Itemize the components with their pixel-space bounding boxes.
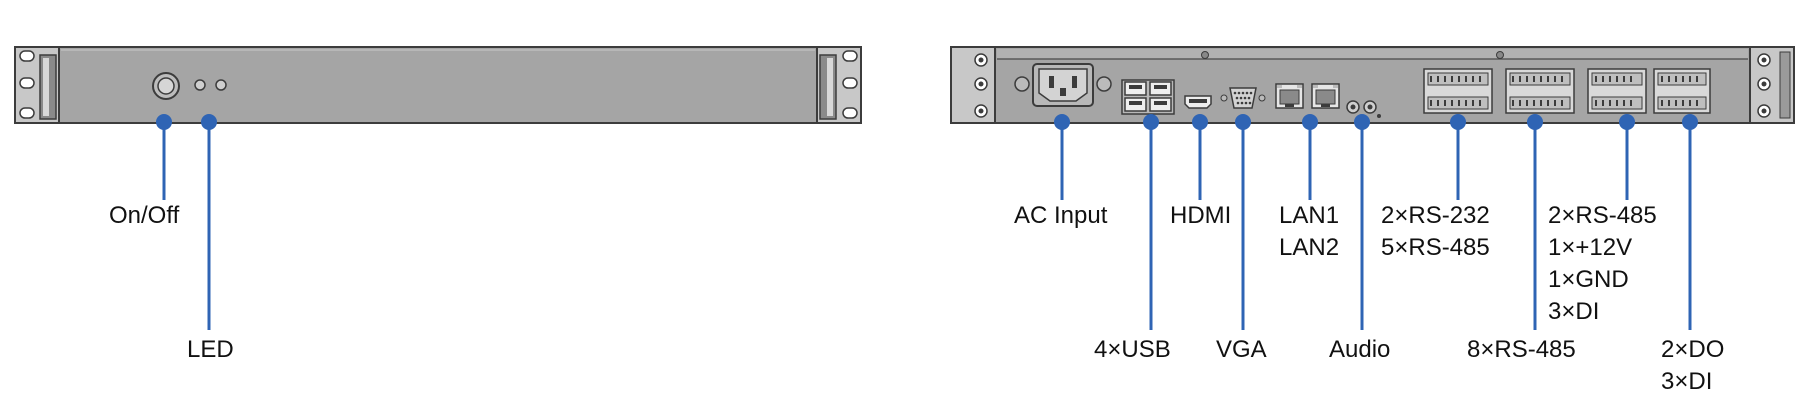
callout-on-off (156, 114, 172, 200)
label-terminal-a: 2×RS-485 1×+12V 1×GND 3×DI (1548, 200, 1657, 328)
rear-panel (950, 46, 1795, 124)
label-audio: Audio (1329, 336, 1391, 363)
callouts (156, 114, 1698, 330)
label-terminal-b-line1: 2×DO (1661, 336, 1725, 363)
rear-right-rack-ear (1749, 46, 1795, 124)
led-indicator-icon (194, 79, 227, 91)
label-lan2: LAN2 (1279, 234, 1340, 261)
callout-led (201, 114, 217, 330)
power-button-icon (152, 72, 180, 100)
label-ac-input: AC Input (1014, 202, 1108, 229)
rj45-port-icon (1275, 83, 1340, 109)
label-terminal-b: 2×DO 3×DI (1661, 334, 1724, 398)
callout-serial-b (1527, 114, 1543, 330)
front-left-rack-ear (14, 46, 60, 124)
callout-lan (1302, 114, 1318, 200)
callout-usb (1143, 114, 1159, 330)
label-serial-b: 8×RS-485 (1467, 336, 1576, 363)
hdmi-port-icon (1184, 95, 1212, 109)
callout-audio (1354, 114, 1370, 330)
rear-left-rack-ear (950, 46, 996, 124)
label-vga: VGA (1216, 336, 1267, 363)
callout-terminal-a (1619, 114, 1635, 200)
terminal-block-icon (1423, 68, 1711, 114)
audio-jack-icon (1346, 100, 1381, 118)
label-on-off: On/Off (109, 202, 180, 229)
label-terminal-a-line4: 3×DI (1548, 298, 1600, 325)
label-terminal-a-line2: 1×+12V (1548, 234, 1633, 261)
label-terminal-a-line1: 2×RS-485 (1548, 202, 1657, 229)
ac-inlet-icon (1014, 63, 1112, 107)
callout-hdmi (1192, 114, 1208, 200)
label-led: LED (187, 336, 234, 363)
callout-serial-a (1450, 114, 1466, 200)
label-lan1: LAN1 (1279, 202, 1340, 229)
label-lan: LAN1 LAN2 (1279, 200, 1339, 264)
label-terminal-b-line2: 3×DI (1661, 368, 1713, 395)
usb-port-icon (1121, 79, 1175, 115)
label-serial-a: 2×RS-232 5×RS-485 (1381, 200, 1490, 264)
label-serial-a-line2: 5×RS-485 (1381, 234, 1490, 261)
front-panel (14, 46, 862, 124)
label-usb: 4×USB (1094, 336, 1171, 363)
callout-terminal-b (1682, 114, 1698, 330)
vga-port-icon (1220, 87, 1266, 109)
label-serial-a-line1: 2×RS-232 (1381, 202, 1490, 229)
label-hdmi: HDMI (1170, 202, 1232, 229)
label-terminal-a-line3: 1×GND (1548, 266, 1629, 293)
callout-ac-input (1054, 114, 1070, 200)
callout-vga (1235, 114, 1251, 330)
front-right-rack-ear (816, 46, 862, 124)
